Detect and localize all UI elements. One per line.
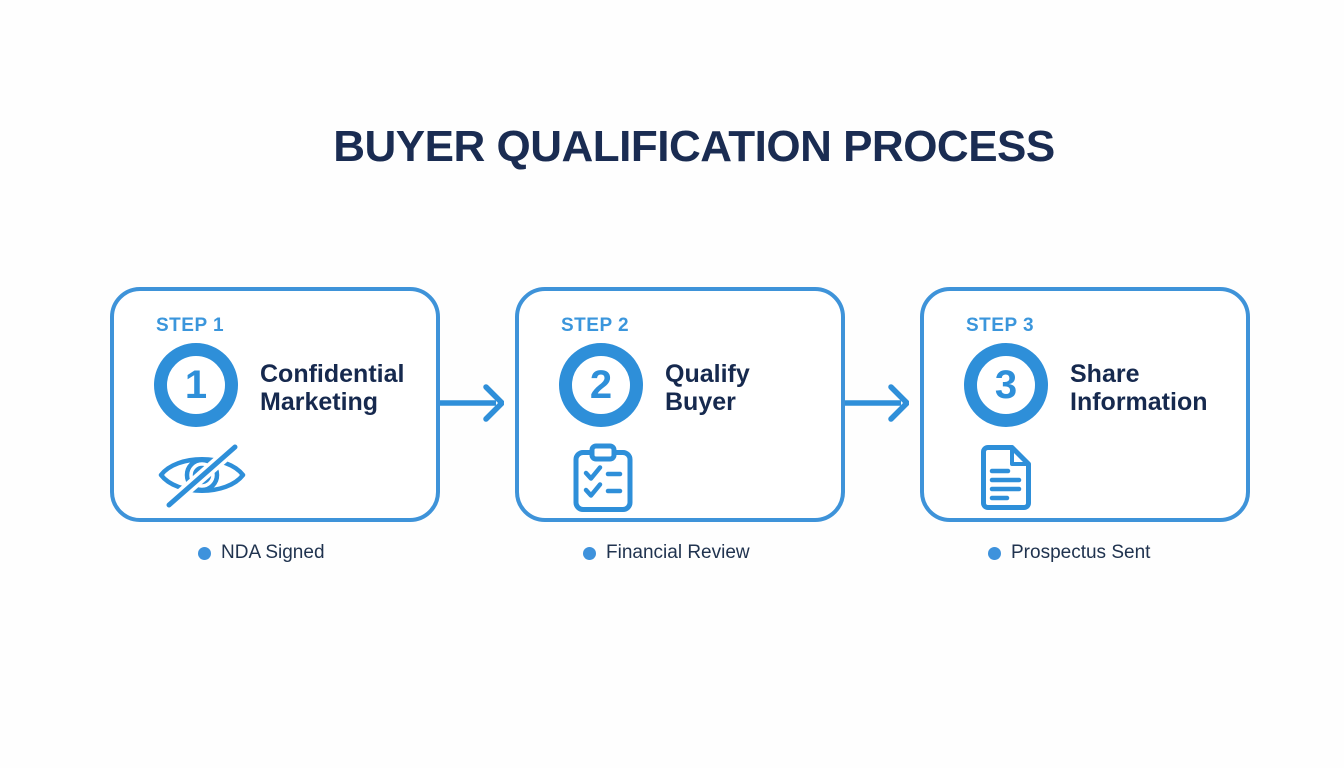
step-1-label: STEP 1 (156, 315, 225, 336)
document-icon (979, 444, 1032, 511)
step-1-status: NDA Signed (198, 541, 325, 565)
page-title: BUYER QUALIFICATION PROCESS (333, 122, 1055, 171)
step-2-status-text: Financial Review (606, 542, 750, 563)
bullet-dot-icon (988, 546, 1001, 560)
step-3-title: Share Information (1070, 360, 1208, 416)
step-1-number-badge: 1 (154, 343, 238, 427)
step-1-number: 1 (184, 362, 208, 407)
step-1-card: STEP 1 1 Confidential Marketing (110, 287, 440, 522)
step-3-status: Prospectus Sent (988, 541, 1150, 565)
arrow-right-icon (845, 381, 909, 425)
step-3-number: 3 (994, 362, 1018, 407)
step-3-status-text: Prospectus Sent (1011, 542, 1151, 563)
step-2-card: STEP 2 2 Qualify Buyer (515, 287, 845, 522)
step-3-number-badge: 3 (964, 343, 1048, 427)
bullet-dot-icon (198, 546, 211, 560)
bullet-dot-icon (583, 546, 596, 560)
step-3-label: STEP 3 (966, 315, 1035, 336)
step-2-status: Financial Review (583, 541, 750, 565)
step-2-label: STEP 2 (561, 315, 630, 336)
arrow-right-icon (440, 381, 504, 425)
step-1-title: Confidential Marketing (260, 360, 405, 416)
step-3-card: STEP 3 3 Share Information (920, 287, 1250, 522)
eye-slash-icon (154, 436, 250, 514)
clipboard-checklist-icon (572, 443, 634, 513)
step-2-title: Qualify Buyer (665, 360, 750, 416)
step-1-status-text: NDA Signed (221, 542, 325, 563)
step-2-number: 2 (589, 362, 613, 407)
step-2-number-badge: 2 (559, 343, 643, 427)
